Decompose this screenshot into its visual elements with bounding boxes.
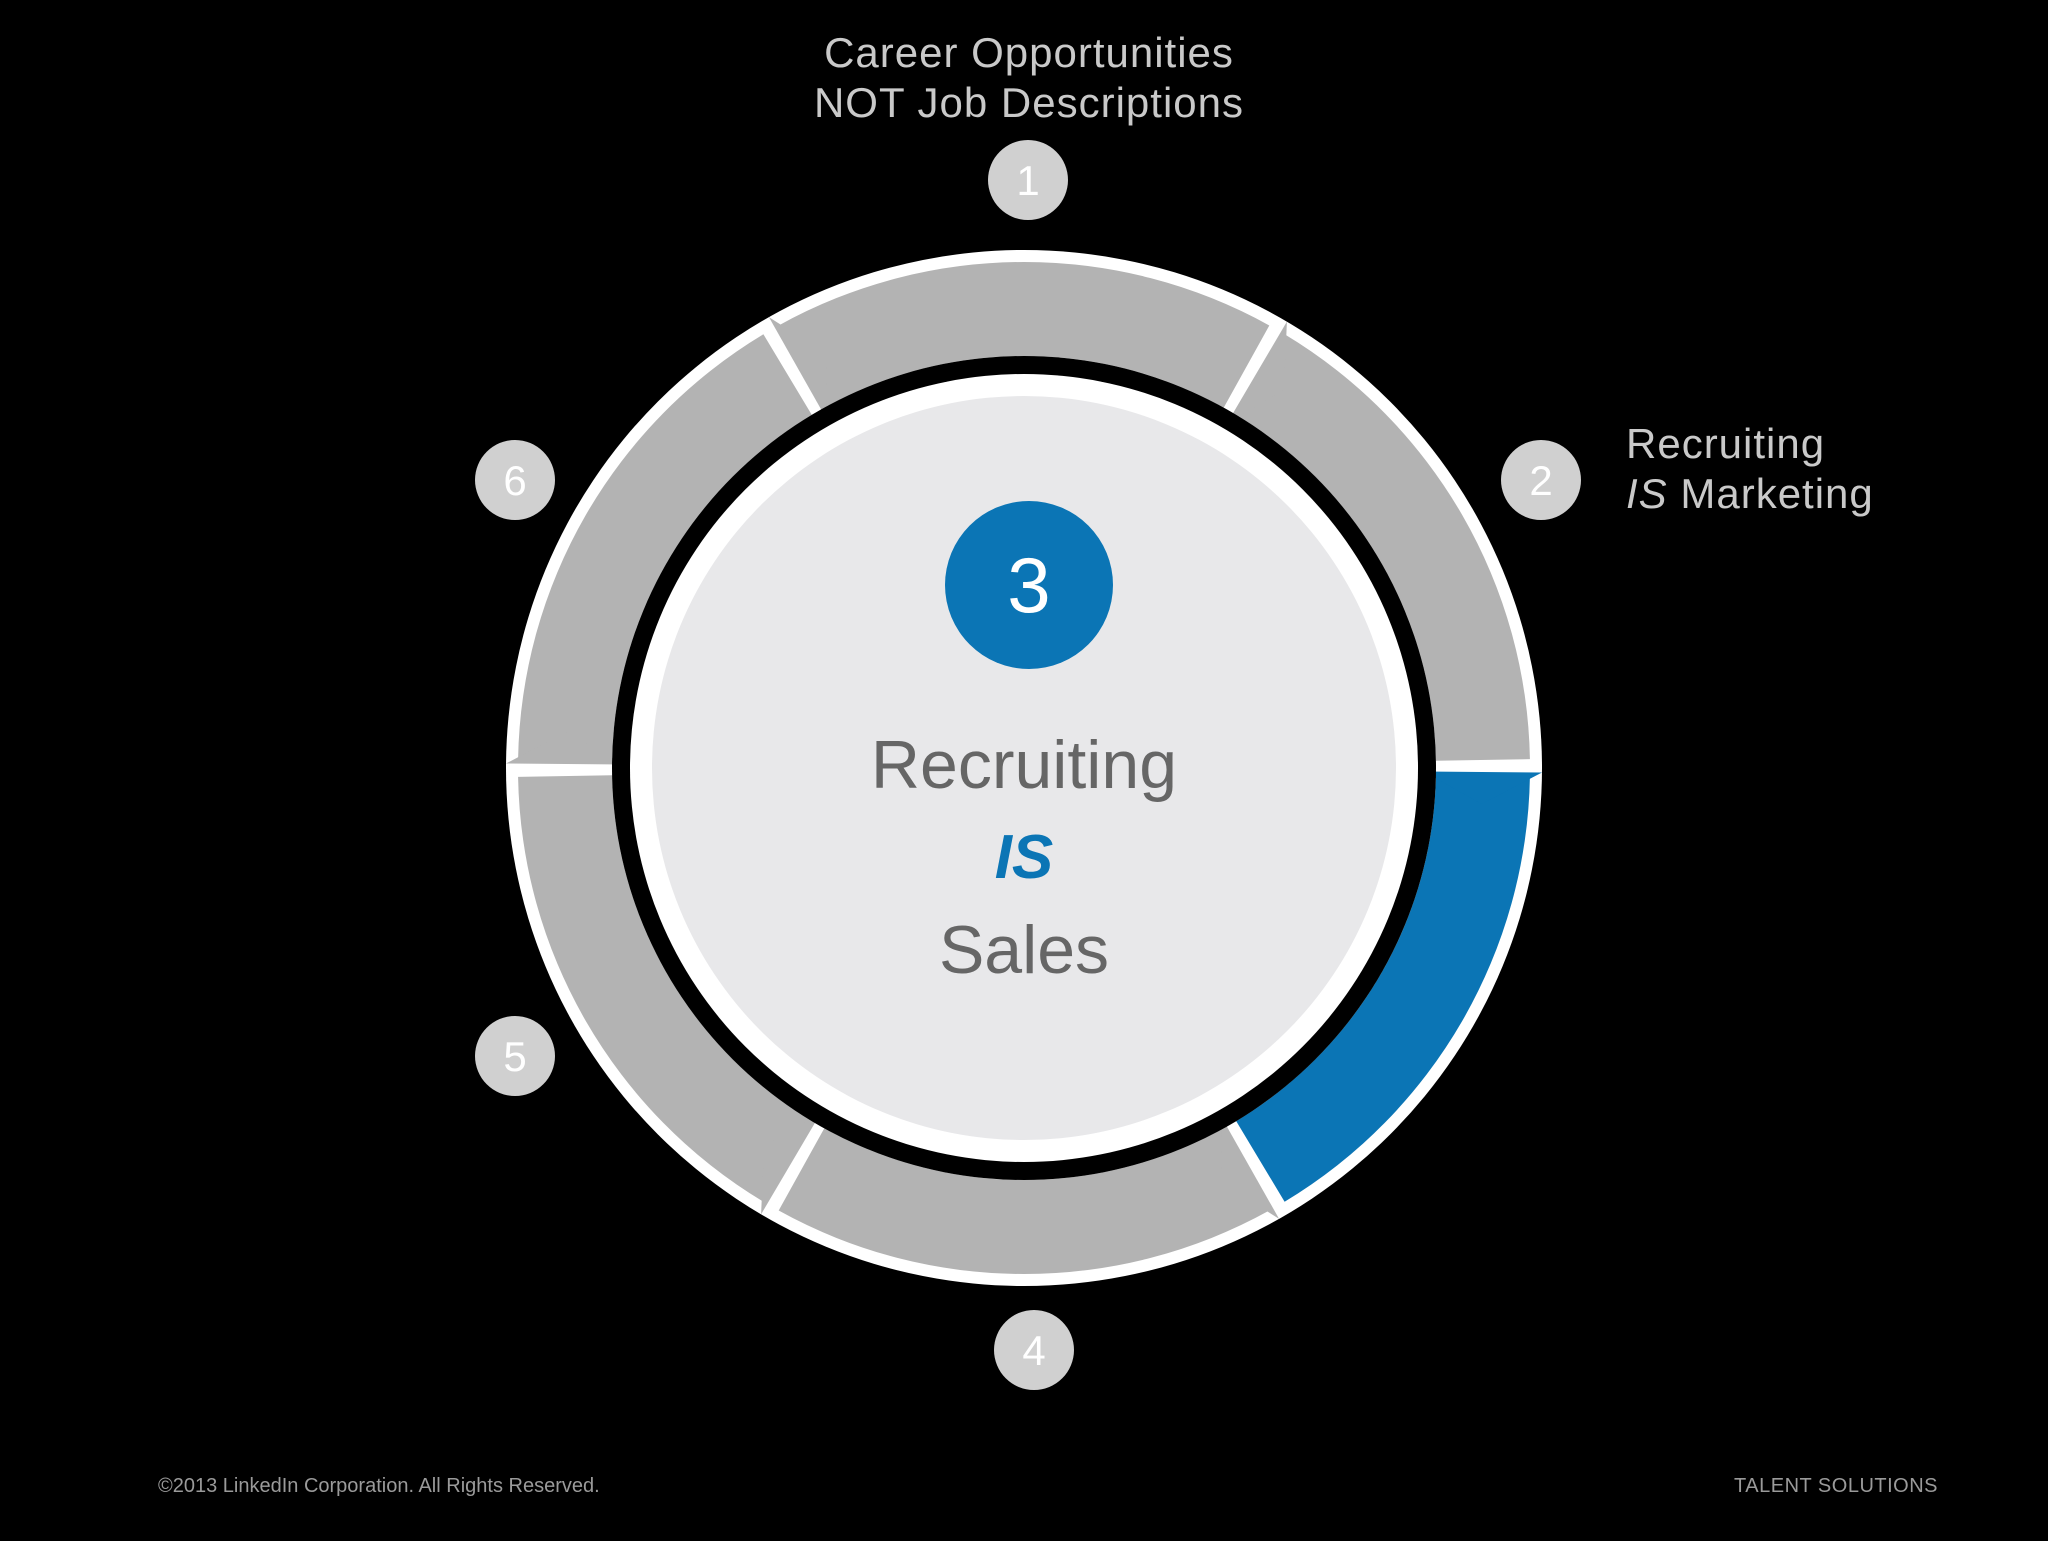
ring-arrow-3	[1423, 771, 1542, 805]
step-badge-2: 2	[1501, 440, 1581, 520]
step-badge-circle	[1501, 440, 1581, 520]
step-badge-circle	[945, 501, 1113, 669]
step-badge-number: 3	[1007, 541, 1050, 629]
step-badge-circle	[994, 1310, 1074, 1390]
footer-copyright: ©2013 LinkedIn Corporation. All Rights R…	[158, 1475, 600, 1497]
step-badge-number: 1	[1016, 157, 1039, 204]
step-2-label-line1: Recruiting	[1626, 420, 1826, 467]
center-disc	[652, 396, 1396, 1140]
step-badge-number: 4	[1022, 1327, 1045, 1374]
center-title-line3: Sales	[938, 912, 1110, 988]
ring-segment-1	[778, 261, 1270, 408]
step-badge-3: 3	[945, 501, 1113, 669]
step-badge-number: 2	[1529, 457, 1552, 504]
step-badge-6: 6	[475, 440, 555, 520]
step-badge-circle	[475, 440, 555, 520]
step-1-label: Career Opportunities NOT Job Description…	[0, 28, 2048, 128]
center-title-emphasis: IS	[994, 823, 1054, 892]
ring-arrow-1	[768, 317, 828, 420]
step-2-label: Recruiting IS Marketing	[1626, 419, 1874, 519]
ring-segment-3	[1236, 775, 1530, 1202]
step-badge-number: 6	[503, 457, 526, 504]
footer-brand: TALENT SOLUTIONS	[1734, 1475, 1938, 1497]
ring-arrow-6	[506, 731, 625, 765]
step-badge-1: 1	[988, 140, 1068, 220]
ring-segment-2	[1236, 334, 1530, 761]
ring-arrow-2	[1227, 321, 1287, 424]
ring-segment-6	[518, 334, 812, 761]
ring-arrow-5	[761, 1112, 821, 1215]
step-2-label-rest: Marketing	[1667, 470, 1874, 517]
ring-segment-5	[518, 775, 812, 1202]
step-badge-number: 5	[503, 1033, 526, 1080]
ring-arrow-4	[1220, 1116, 1280, 1219]
step-badge-circle	[988, 140, 1068, 220]
step-badge-4: 4	[994, 1310, 1074, 1390]
center-title-line1: Recruiting	[870, 727, 1178, 803]
step-badge-circle	[475, 1016, 555, 1096]
step-1-label-line1: Career Opportunities	[824, 29, 1234, 76]
step-2-label-line2: IS Marketing	[1626, 469, 1874, 519]
step-2-label-emphasis: IS	[1626, 470, 1668, 517]
step-badge-5: 5	[475, 1016, 555, 1096]
step-1-label-line2: NOT Job Descriptions	[813, 79, 1245, 126]
ring-segment-4	[778, 1128, 1270, 1274]
